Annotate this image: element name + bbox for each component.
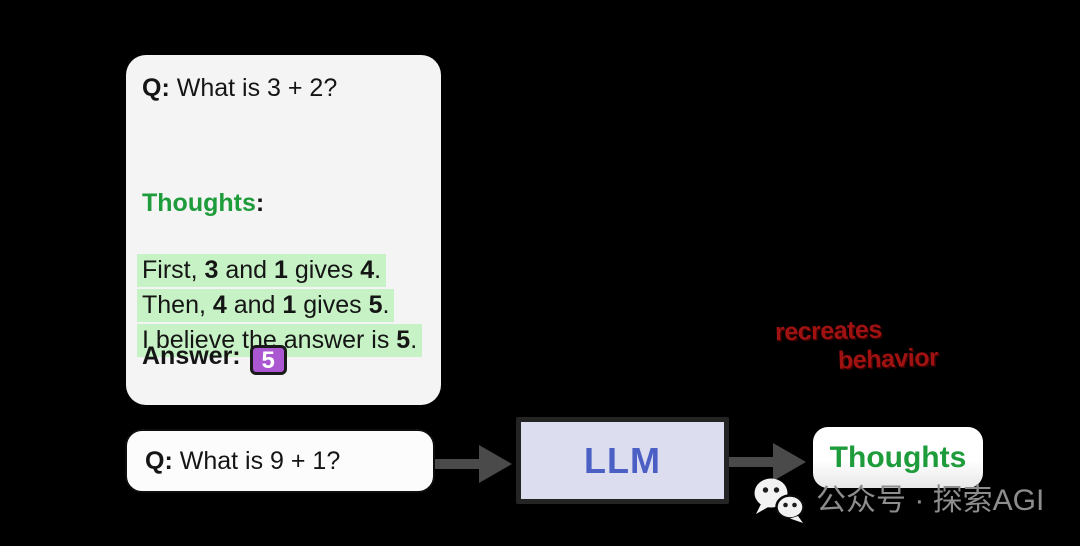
q-text: What is 9 + 1? (172, 446, 341, 475)
wechat-icon (752, 476, 807, 523)
annotation-recreates: recreates (774, 315, 883, 347)
cot-text: gives (287, 256, 361, 284)
question-card: Q: What is 9 + 1? (125, 429, 435, 493)
cot-number: 1 (274, 256, 288, 284)
llm-label: LLM (584, 439, 661, 481)
cot-text: First, (142, 256, 205, 284)
answer-label: Answer: (142, 342, 241, 370)
thoughts-colon: : (255, 189, 265, 217)
thoughts-output-label: Thoughts (829, 440, 967, 474)
new-question: Q: What is 9 + 1? (145, 447, 340, 476)
answer-badge: 5 (249, 345, 287, 375)
llm-box: LLM (516, 417, 729, 504)
arrow-right-icon (729, 440, 807, 484)
thoughts-output-box: Thoughts (813, 427, 983, 488)
cot-number: 4 (360, 256, 375, 284)
thoughts-label: Thoughts (142, 189, 256, 217)
cot-text: Then, (142, 291, 213, 319)
cot-text: and (218, 256, 275, 284)
q-label: Q: (145, 446, 173, 475)
chain-of-thought: First, 3 and 1 gives 4. Then, 4 and 1 gi… (137, 254, 423, 359)
q-text: What is 3 + 2? (169, 74, 338, 102)
answer-line: Answer: 5 (142, 336, 287, 376)
cot-number: 1 (282, 291, 297, 319)
cot-line-2: Then, 4 and 1 gives 5. (137, 289, 395, 322)
example-question: Q: What is 3 + 2? (142, 71, 337, 105)
watermark-text: 公众号 · 探索AGI (816, 484, 1045, 517)
cot-text: gives (296, 291, 369, 319)
cot-number: 3 (204, 256, 219, 284)
cot-number: 5 (396, 326, 411, 354)
arrow-right-icon (435, 442, 513, 486)
example-card: Q: What is 3 + 2? Thoughts: First, 3 and… (126, 55, 441, 405)
cot-text: . (382, 291, 390, 319)
cot-text: . (410, 326, 418, 354)
cot-text: and (226, 291, 283, 319)
thoughts-heading: Thoughts: (142, 186, 264, 220)
annotation-behavior: behavior (837, 343, 939, 375)
cot-line-1: First, 3 and 1 gives 4. (137, 254, 387, 287)
cot-text: . (374, 256, 382, 284)
cot-number: 4 (212, 291, 227, 319)
q-label: Q: (142, 74, 170, 102)
cot-number: 5 (368, 291, 383, 319)
